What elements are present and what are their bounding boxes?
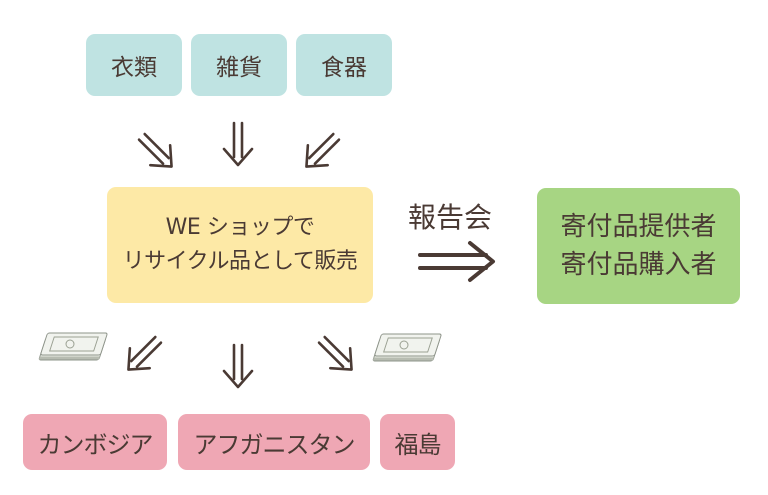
arrow-down-icon [222,343,254,389]
donor-box: 寄付品提供者 寄付品購入者 [537,188,740,304]
double-arrow-right-icon [418,241,495,282]
report-label: 報告会 [408,201,493,234]
arrow-down-right-icon [310,328,363,381]
arrow-down-right-icon [130,125,183,178]
donor-line-2: 寄付品購入者 [560,250,717,280]
source-label: 食器 [321,55,367,81]
arrow-down-left-icon [295,125,348,178]
source-box-goods: 雑貨 [191,34,287,96]
destination-box-fukushima: 福島 [380,414,455,470]
source-label: 衣類 [111,55,157,81]
arrow-down-left-icon [117,328,170,381]
shop-line-2: リサイクル品として販売 [122,249,358,274]
money-stack-icon [37,331,110,362]
destination-box-afghanistan: アフガニスタン [178,414,370,470]
source-box-clothing: 衣類 [86,34,182,96]
destination-label: アフガニスタン [193,430,356,459]
donor-line-1: 寄付品提供者 [560,212,717,242]
shop-line-1: WE ショップで [165,215,315,240]
destination-box-cambodia: カンボジア [23,414,167,470]
money-stack-icon [371,332,444,363]
destination-label: 福島 [394,430,442,459]
source-label: 雑貨 [216,55,262,81]
shop-box: WE ショップで リサイクル品として販売 [107,187,373,303]
source-box-tableware: 食器 [296,34,392,96]
destination-label: カンボジア [37,430,154,459]
arrow-down-icon [222,121,254,167]
